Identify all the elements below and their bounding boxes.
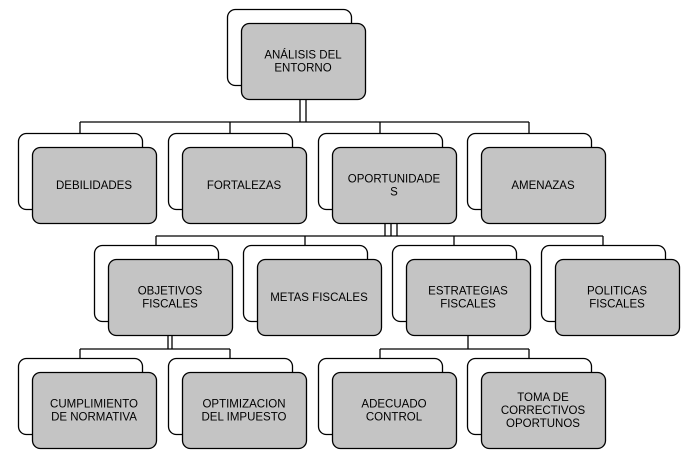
node-toma-de-correctivos-oportunos-label-line: CORRECTIVOS [501,405,586,417]
node-amenazas-box [480,146,607,225]
node-analisis-del-entorno-box [240,22,367,101]
node-toma-de-correctivos-oportunos-label-line: OPORTUNOS [506,418,580,430]
node-adecuado-control-label-line: CONTROL [366,412,423,424]
node-adecuado-control-box [331,371,458,450]
node-optimizacion-del-impuesto-label-line: OPTIMIZACION [202,399,285,411]
node-amenazas-label-line: AMENAZAS [511,180,575,192]
node-politicas-fiscales-label-line: FISCALES [589,299,645,311]
node-optimizacion-del-impuesto-label-line: DEL IMPUESTO [202,412,287,424]
node-cumplimiento-de-normativa-box [31,371,158,450]
node-toma-de-correctivos-oportunos-label-line: TOMA DE [517,392,569,404]
node-cumplimiento-de-normativa-label-line: DE NORMATIVA [51,412,137,424]
node-objetivos-fiscales-label-line: OBJETIVOS [138,286,203,298]
node-optimizacion-del-impuesto-box [181,371,308,450]
node-debilidades-box [31,146,158,225]
node-estrategias-fiscales-label-line: FISCALES [440,299,496,311]
node-objetivos-fiscales-label-line: FISCALES [142,299,198,311]
node-objetivos-fiscales-box [107,258,234,337]
node-debilidades-label-line: DEBILIDADES [56,180,132,192]
node-metas-fiscales-label-line: METAS FISCALES [270,292,368,304]
node-estrategias-fiscales-label-line: ESTRATEGIAS [428,286,508,298]
node-cumplimiento-de-normativa-label-line: CUMPLIMIENTO [50,399,138,411]
node-analisis-del-entorno-label-line: ENTORNO [274,63,331,75]
node-politicas-fiscales-box [554,258,681,337]
node-estrategias-fiscales-box [405,258,532,337]
node-adecuado-control-label-line: ADECUADO [361,399,426,411]
node-metas-fiscales: METAS FISCALES [242,244,383,337]
node-metas-fiscales-box [256,258,383,337]
node-amenazas: AMENAZAS [466,132,607,225]
node-fortalezas-label-line: FORTALEZAS [207,180,282,192]
connectors [79,99,604,358]
node-debilidades: DEBILIDADES [17,132,158,225]
node-fortalezas-box [181,146,308,225]
node-oportunidades-box [331,146,458,225]
node-oportunidades-label-line: OPORTUNIDADE [348,174,441,186]
node-politicas-fiscales-label-line: POLITICAS [587,286,647,298]
node-fortalezas: FORTALEZAS [167,132,308,225]
node-oportunidades-label-line: S [390,187,398,199]
node-analisis-del-entorno-label-line: ANÁLISIS DEL [264,49,342,62]
node-toma-de-correctivos-oportunos-box [480,371,607,450]
